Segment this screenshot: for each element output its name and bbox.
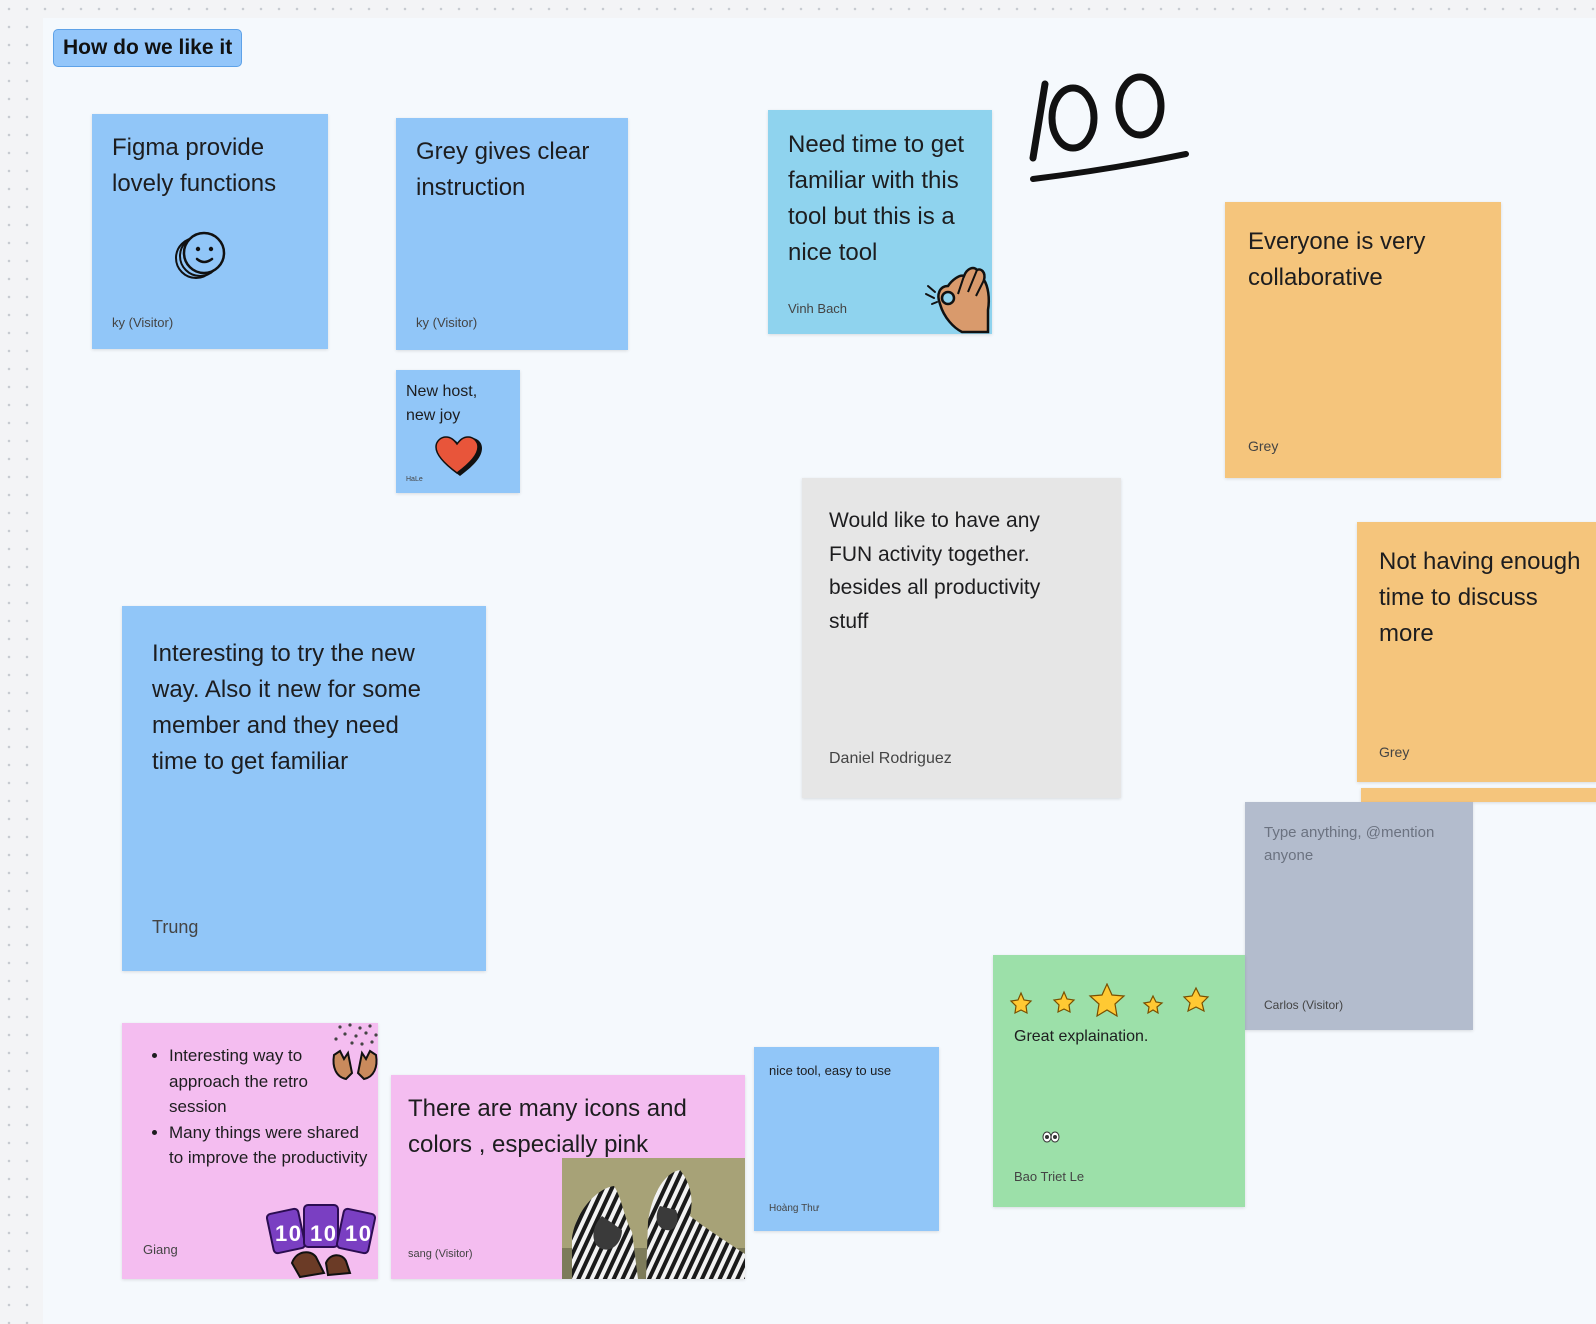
note-author: Grey — [1379, 744, 1410, 760]
note-author: HaLe — [406, 476, 423, 483]
note-text: Not having enough time to discuss more — [1379, 548, 1581, 647]
note-author: Carlos (Visitor) — [1264, 998, 1344, 1012]
note-author: ky (Visitor) — [112, 315, 174, 330]
sticky-note-great[interactable]: Great explaination. Bao Triet Le — [993, 955, 1245, 1207]
confetti-hands-icon — [332, 1023, 378, 1081]
ten-ten-ten-icon: 10 10 10 — [266, 1204, 377, 1279]
sticky-note-new-host[interactable]: New host, new joy HaLe — [396, 370, 520, 493]
note-text: nice tool, easy to use — [769, 1063, 892, 1078]
note-author: Bao Triet Le — [1014, 1169, 1085, 1184]
whiteboard-canvas[interactable]: How do we like it 100 Figma provide love… — [43, 18, 1596, 1324]
note-author: Hoàng Thư — [769, 1203, 820, 1214]
note-author: Trung — [152, 917, 199, 937]
sticky-note-need-time[interactable]: Need time to get familiar with this tool… — [768, 110, 992, 334]
sticky-note-retro[interactable]: Interesting way to approach the retro se… — [122, 1023, 378, 1279]
sticky-note-interesting[interactable]: Interesting to try the new way. Also it … — [122, 606, 486, 971]
note-text: New host, new joy — [406, 383, 478, 424]
note-author: Giang — [143, 1242, 178, 1257]
note-author: ky (Visitor) — [416, 315, 478, 330]
sticky-note-figma[interactable]: Figma provide lovely functions ky (Visit… — [92, 114, 328, 349]
sticky-note-fun-activity[interactable]: Would like to have any FUN activity toge… — [802, 478, 1121, 798]
heart-icon — [435, 436, 482, 476]
note-text: Grey gives clear instruction — [416, 138, 590, 201]
smiley-coin-icon — [175, 231, 226, 279]
hundred-icon[interactable]: 100 — [1023, 66, 1193, 188]
sticky-note-not-enough[interactable]: Not having enough time to discuss more G… — [1357, 522, 1596, 782]
note-author: Vinh Bach — [788, 301, 848, 316]
sticky-note-nice-tool[interactable]: nice tool, easy to use Hoàng Thư — [754, 1047, 939, 1231]
sticky-note-collaborative[interactable]: Everyone is very collaborative Grey — [1225, 202, 1501, 478]
note-bullet: Many things were shared to improve the p… — [169, 1120, 369, 1171]
note-placeholder-input[interactable]: Type anything, @mention anyone — [1264, 824, 1435, 864]
sticky-note-icons-pink[interactable]: There are many icons and colors , especi… — [391, 1075, 745, 1279]
note-text: Interesting to try the new way. Also it … — [152, 640, 421, 775]
sticky-note-stack-behind — [1361, 788, 1596, 802]
note-text: Everyone is very collaborative — [1248, 228, 1426, 291]
sticky-note-type-anything[interactable]: Type anything, @mention anyone Carlos (V… — [1245, 802, 1473, 1030]
note-author: Grey — [1248, 438, 1279, 454]
note-author: sang (Visitor) — [408, 1248, 473, 1260]
zebra-photo — [562, 1158, 745, 1279]
note-text: Would like to have any FUN activity toge… — [829, 509, 1041, 633]
note-text: Great explaination. — [1014, 1028, 1149, 1045]
ok-hand-icon — [925, 266, 991, 334]
note-text: Need time to get familiar with this tool… — [788, 131, 965, 266]
section-label[interactable]: How do we like it — [53, 29, 243, 67]
note-text: Figma provide lovely functions — [112, 134, 277, 197]
stars-icon — [1009, 983, 1210, 1018]
note-bullet-list: Interesting way to approach the retro se… — [149, 1043, 369, 1171]
eyes-icon — [1042, 1131, 1060, 1143]
note-bullet: Interesting way to approach the retro se… — [169, 1043, 369, 1120]
note-text: There are many icons and colors , especi… — [408, 1095, 687, 1158]
sticky-note-grey-clear[interactable]: Grey gives clear instruction ky (Visitor… — [396, 118, 628, 350]
ten-ten-ten-text: 10 10 10 — [275, 1221, 371, 1246]
note-author: Daniel Rodriguez — [829, 750, 952, 767]
